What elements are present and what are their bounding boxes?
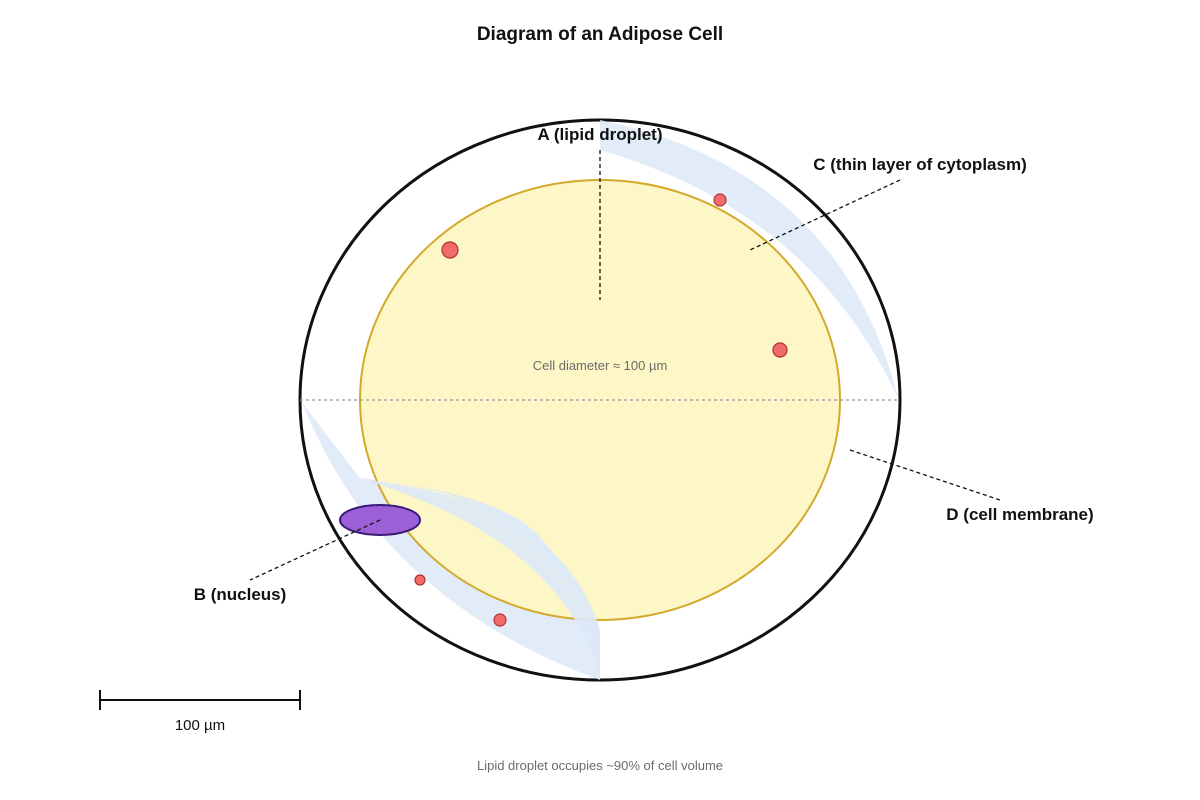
organelle-dot — [713, 193, 727, 207]
organelle-dot — [441, 241, 459, 259]
label-membrane: D (cell membrane) — [946, 505, 1093, 524]
organelle-dot — [414, 574, 426, 586]
leader-line-nucleus — [249, 519, 381, 581]
diameter-note: Cell diameter ≈ 100 µm — [533, 358, 668, 373]
organelle-dot — [772, 342, 788, 358]
leader-line-membrane — [849, 449, 1001, 501]
label-cytoplasm: C (thin layer of cytoplasm) — [813, 155, 1026, 174]
caption: Lipid droplet occupies ~90% of cell volu… — [477, 758, 723, 773]
scale-bar: 100 µm — [99, 690, 301, 734]
label-nucleus: B (nucleus) — [194, 585, 287, 604]
cytoplasm-crescent-lower-overlap — [365, 480, 600, 676]
cytoplasm-crescent-upper — [600, 120, 898, 398]
organelle-dot — [493, 613, 507, 627]
diagram-title: Diagram of an Adipose Cell — [477, 24, 723, 45]
scale-bar-label: 100 µm — [175, 717, 225, 734]
label-lipid-droplet: A (lipid droplet) — [538, 125, 663, 144]
